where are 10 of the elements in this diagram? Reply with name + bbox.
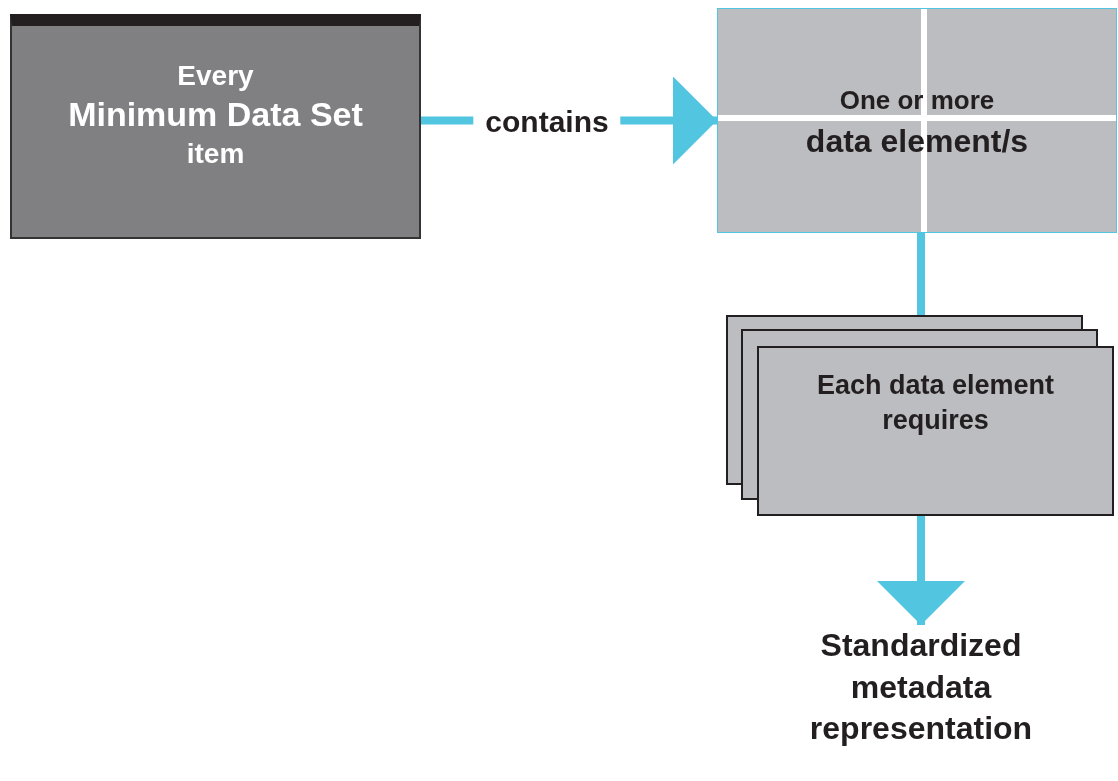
box-text: Each data element requires bbox=[815, 369, 1056, 438]
box-text: One or more bbox=[839, 84, 995, 117]
stacked-cards bbox=[726, 315, 1114, 516]
process-box bbox=[10, 14, 421, 239]
box-text: Every bbox=[177, 59, 254, 93]
box-text: Minimum Data Set bbox=[68, 94, 363, 135]
grid-box bbox=[717, 8, 1117, 233]
box-text: item bbox=[186, 136, 245, 171]
result-text: Standardized metadata representation bbox=[808, 626, 1034, 749]
box-text: data element/s bbox=[805, 121, 1029, 161]
